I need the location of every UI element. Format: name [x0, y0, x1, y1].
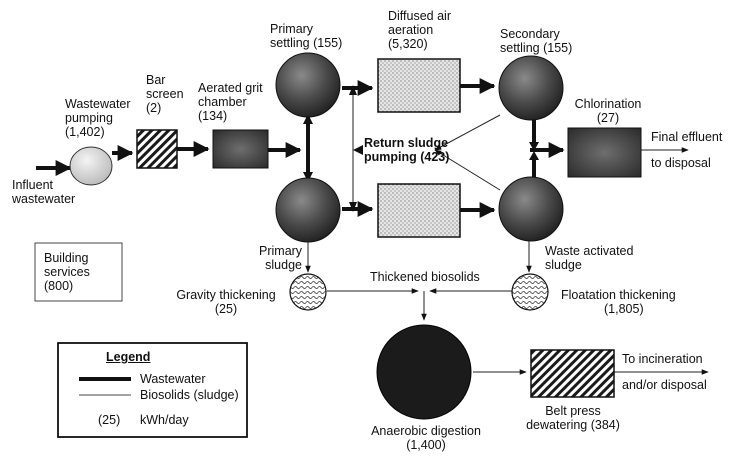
label-gravity-thickening: Gravity thickening (25) [162, 288, 290, 316]
label-and-or-disposal: and/or disposal [622, 378, 707, 392]
return-arrowhead-down [349, 202, 357, 212]
gravity-line-2: (25) [214, 302, 238, 316]
pumping-line-2: pumping [65, 111, 113, 125]
legend-kwh-example: (25) [98, 413, 121, 427]
aeration-line-2: aeration [388, 23, 434, 37]
primary-clarifier-2-icon [275, 177, 341, 243]
belt-press-line-1: Belt press [545, 404, 601, 418]
legend-biosolids-label: Biosolids (sludge) [140, 388, 239, 402]
belt-press-icon [530, 349, 615, 398]
label-chlorination: Chlorination (27) [570, 97, 646, 125]
floatation-line-1: Floatation thickening [561, 288, 676, 302]
secondary-settling-line-1: Secondary [500, 27, 560, 41]
legend-wastewater-label: Wastewater [140, 372, 206, 386]
chlorination-line-1: Chlorination [574, 97, 642, 111]
aeration-line-3: (5,320) [388, 37, 428, 51]
label-primary-sludge: Primary sludge [259, 244, 302, 272]
grit-line-1: Aerated grit [198, 81, 263, 95]
influent-line-1: Influent [12, 178, 54, 192]
primary-sludge-line-1: Primary [259, 244, 303, 258]
legend-box [57, 342, 248, 438]
return-from-secondary2 [434, 149, 501, 191]
label-to-disposal: to disposal [651, 156, 711, 170]
label-waste-activated: Waste activated sludge [545, 244, 633, 272]
return-from-secondary1 [434, 114, 501, 151]
waste-activated-line-1: Waste activated [545, 244, 634, 258]
label-floatation-thickening: Floatation thickening (1,805) [561, 288, 676, 316]
gravity-line-1: Gravity thickening [176, 288, 276, 302]
primary-settling-line-1: Primary [270, 22, 314, 36]
label-pumping: Wastewater pumping (1,402) [65, 97, 131, 139]
label-bar-screen: Bar screen (2) [146, 73, 184, 115]
legend-title: Legend [106, 350, 151, 364]
label-secondary-settling: Secondary settling (155) [500, 27, 572, 55]
chlorination-line-2: (27) [596, 111, 620, 125]
aeration-basin-2-icon [377, 183, 461, 238]
sludge-flows [305, 88, 709, 375]
digestion-line-2: (1,400) [406, 438, 446, 452]
anaerobic-digester-icon [376, 324, 472, 420]
building-services-box [34, 242, 123, 302]
waste-activated-line-2: sludge [545, 258, 582, 272]
label-aeration: Diffused air aeration (5,320) [388, 9, 451, 51]
secondary-clarifier-2-icon [498, 176, 564, 242]
secondary-settling-line-2: settling (155) [500, 41, 573, 55]
aeration-basin-1-icon [377, 58, 461, 113]
label-final-effluent: Final effluent [651, 130, 723, 144]
primary-clarifier-1-icon [275, 52, 341, 118]
bar-screen-line-1: Bar [146, 73, 166, 87]
building-line-1: Building [44, 251, 89, 265]
grit-line-3: (134) [198, 109, 228, 123]
primary-settling-line-2: settling (155) [270, 36, 343, 50]
label-to-incineration: To incineration [622, 352, 703, 366]
secondary-clarifier-1-icon [498, 55, 564, 121]
pump-icon [69, 146, 113, 186]
influent-line-2: wastewater [12, 192, 76, 206]
pumping-line-3: (1,402) [65, 125, 105, 139]
belt-press-line-2: dewatering (384) [526, 418, 620, 432]
label-building-services: Building services (800) [35, 251, 122, 293]
building-line-2: services [44, 265, 90, 279]
label-return-sludge: Return sludge pumping (423) [364, 136, 449, 164]
wastewater-flows [36, 78, 565, 218]
label-grit-chamber: Aerated grit chamber (134) [198, 81, 263, 123]
label-primary-settling: Primary settling (155) [270, 22, 342, 50]
legend-kwh-unit: kWh/day [140, 413, 189, 427]
return-arrowhead-left [353, 145, 363, 155]
return-sludge-line-1: Return sludge [364, 136, 449, 150]
label-belt-press: Belt press dewatering (384) [518, 404, 628, 432]
label-influent: Influent wastewater [12, 178, 75, 206]
floatation-line-2: (1,805) [604, 302, 644, 316]
chlorination-tank-icon [567, 127, 642, 178]
pumping-line-1: Wastewater [65, 97, 131, 111]
bar-screen-line-2: screen [146, 87, 184, 101]
building-line-3: (800) [44, 279, 74, 293]
grit-line-2: chamber [198, 95, 247, 109]
primary-sludge-line-2: sludge [265, 258, 302, 272]
floatation-thickener-icon [511, 273, 549, 311]
label-anaerobic-digestion: Anaerobic digestion (1,400) [356, 424, 496, 452]
digestion-line-1: Anaerobic digestion [371, 424, 481, 438]
return-sludge-line-2: pumping (423) [364, 150, 450, 164]
bar-screen-line-3: (2) [146, 101, 162, 115]
grit-chamber-icon [212, 129, 269, 169]
aeration-line-1: Diffused air [388, 9, 451, 23]
gravity-thickener-icon [289, 273, 327, 311]
bar-screen-icon [136, 129, 178, 169]
label-thickened-biosolids: Thickened biosolids [370, 270, 480, 284]
return-arrowhead-up [349, 85, 357, 95]
